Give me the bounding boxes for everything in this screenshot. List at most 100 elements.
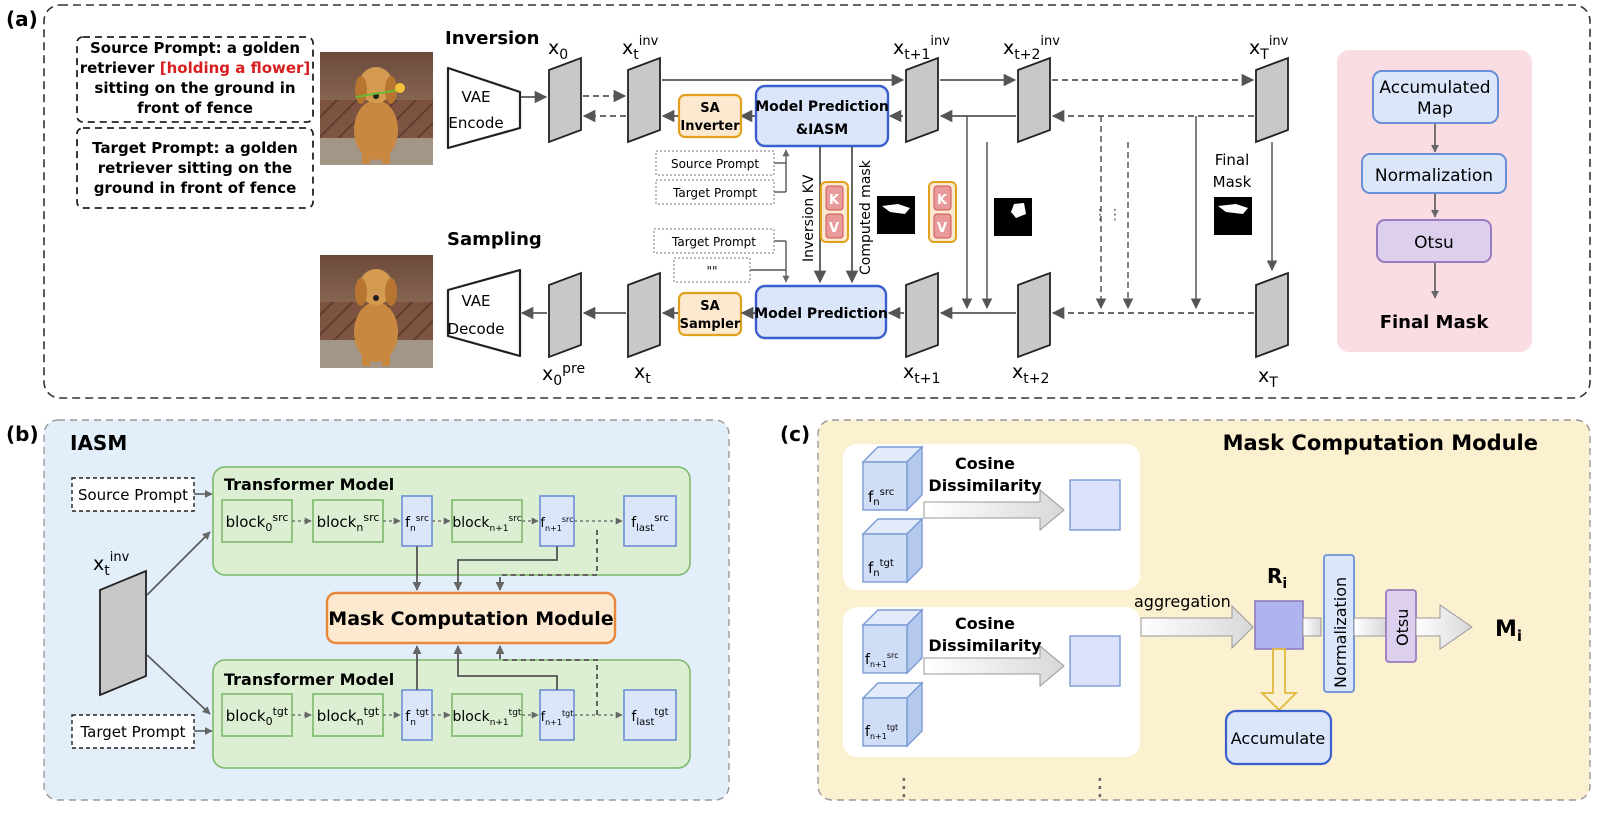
fn-src-sup: src xyxy=(416,514,429,524)
block0-tgt-label: block0tgt xyxy=(226,705,289,728)
label-xt-inv-b: xtinv xyxy=(93,550,130,579)
flast-src-label: flastsrc xyxy=(631,513,669,534)
kv-icon-2: K V xyxy=(928,181,957,243)
label-xT-top-sup: inv xyxy=(1269,34,1289,49)
label-xt1-top-base: x xyxy=(893,37,904,59)
chain-arrows-b xyxy=(292,517,623,719)
source-prompt-line2-pre: retriever xyxy=(80,59,160,77)
label-xt2-bottom-base: x xyxy=(1012,361,1023,383)
mcm-text: Mask Computation Module xyxy=(328,608,613,630)
latent-bottom-xt2 xyxy=(1017,271,1051,359)
mask-thumb-final xyxy=(1214,197,1252,235)
cube-src-2-label: fn+1src xyxy=(865,651,899,669)
latent-top-xt2 xyxy=(1017,56,1051,144)
fn-src-base: f xyxy=(405,515,411,531)
final-mask-side-text: Final Mask xyxy=(1380,312,1490,333)
label-x0-top: x0 xyxy=(548,37,568,63)
final-mask-pipeline: Accumulated Map Normalization Otsu Final… xyxy=(1337,50,1532,352)
cube-src-1-sup: src xyxy=(880,487,895,498)
sa-sampler-box: SA Sampler xyxy=(677,291,743,337)
fn-src-sub: n xyxy=(410,524,416,534)
feature-cube-tgt-2: fn+1tgt xyxy=(861,681,924,748)
label-xt-inv-b-sup: inv xyxy=(110,550,130,565)
target-prompt-tag-text: Target Prompt xyxy=(672,186,757,200)
blockn-tgt-label: blockntgt xyxy=(317,705,380,728)
label-xt-top-sub: t xyxy=(633,47,639,63)
sa-inverter-line2: Inverter xyxy=(680,119,740,134)
blockn1-src-sub: n+1 xyxy=(490,524,509,534)
flast-tgt: flasttgt xyxy=(623,689,677,741)
feature-cube-src-1: fnsrc xyxy=(861,445,924,512)
label-a: (a) xyxy=(6,7,38,31)
source-prompt-box: Source Prompt: a golden retriever [holdi… xyxy=(76,36,314,123)
latent-bottom-x0 xyxy=(548,271,582,359)
target-prompt-line1: Target Prompt: a golden xyxy=(92,139,298,157)
fn1-tgt-sup: tgt xyxy=(562,709,573,718)
feature-cube-tgt-1: fntgt xyxy=(861,517,924,584)
blockn-tgt-sup: tgt xyxy=(364,705,380,718)
r-i-box xyxy=(1254,600,1304,650)
kv-icon-1: K V xyxy=(820,181,849,243)
fn1-src: fn+1src xyxy=(539,495,575,547)
latent-top-xT xyxy=(1255,56,1289,144)
label-x0-top-sub: 0 xyxy=(559,47,568,63)
cosine-label-1-line1: Cosine xyxy=(955,454,1015,473)
cosine-arrow-2 xyxy=(923,644,1065,688)
label-xt-top-base: x xyxy=(622,37,633,59)
ellipsis-1: ⋮ xyxy=(1093,207,1107,223)
label-xT-top-base: x xyxy=(1249,37,1260,59)
label-xt1-bottom-base: x xyxy=(903,361,914,383)
panel-a-frame xyxy=(43,4,1591,399)
label-xt1-top-sup: inv xyxy=(930,34,950,49)
flast-tgt-base: f xyxy=(631,709,637,725)
source-prompt-b: Source Prompt xyxy=(71,477,195,512)
feature-cube-src-2: fn+1src xyxy=(861,608,924,675)
vae-decode-line2: Decode xyxy=(448,320,505,338)
label-xt-top-sup: inv xyxy=(639,34,659,49)
fn1-src-sub: n+1 xyxy=(545,524,562,533)
cosine-arrow-1 xyxy=(923,488,1065,532)
source-prompt-line4: front of fence xyxy=(137,99,253,117)
block0-tgt: block0tgt xyxy=(221,693,293,737)
cube-src-1-label: fnsrc xyxy=(868,487,894,508)
target-prompt-tag2-text: Target Prompt xyxy=(671,235,756,249)
model-prediction-box: Model Prediction xyxy=(754,284,888,340)
source-prompt-b-text: Source Prompt xyxy=(78,486,188,504)
target-prompt-b: Target Prompt xyxy=(71,714,195,749)
arrows-inversion xyxy=(521,73,1255,123)
source-prompt-tag: Source Prompt xyxy=(655,150,775,176)
accumulate-text: Accumulate xyxy=(1231,729,1326,748)
label-xt1-bottom-sub: t+1 xyxy=(914,371,940,387)
fn1-tgt: fn+1tgt xyxy=(539,689,575,741)
latent-top-x0 xyxy=(548,56,582,144)
target-prompt-tag-2: Target Prompt xyxy=(653,228,775,254)
flast-tgt-sup: tgt xyxy=(654,707,668,718)
flast-src-sub: last xyxy=(636,523,654,534)
label-xt-bottom-base: x xyxy=(634,361,645,383)
label-xT-bottom-sub: T xyxy=(1268,375,1278,391)
cube-src-2-base: f xyxy=(865,652,871,668)
sa-inverter-line1: SA xyxy=(700,101,719,116)
mask-thumb-2 xyxy=(994,198,1032,236)
cube-src-2-sup: src xyxy=(887,651,899,660)
cosine-output-2 xyxy=(1069,635,1121,687)
r-to-norm-arrow xyxy=(1302,617,1322,637)
otsu-to-mask-arrow xyxy=(1415,604,1473,650)
inversion-title: Inversion xyxy=(445,28,539,49)
vae-decode-block: VAE Decode xyxy=(446,268,522,358)
fn1-src-base: f xyxy=(540,516,545,531)
cube-tgt-2-base: f xyxy=(865,724,871,740)
sa-inverter-box: SA Inverter xyxy=(677,93,743,139)
latent-bottom-xt xyxy=(627,271,661,359)
arrows-b-input xyxy=(146,490,213,735)
sa-sampler-line1: SA xyxy=(700,299,719,314)
label-xt-top: xtinv xyxy=(622,34,659,63)
blockn1-tgt-base: block xyxy=(453,709,491,725)
label-xT-bottom: xT xyxy=(1258,365,1278,391)
r-i-sub: i xyxy=(1282,576,1287,592)
block0-tgt-sup: tgt xyxy=(273,705,289,718)
iasm-title: IASM xyxy=(70,431,127,455)
kv-icon-2-k: K xyxy=(937,193,948,208)
flast-tgt-sub: last xyxy=(636,717,654,728)
blockn1-src-sup: src xyxy=(509,514,522,524)
